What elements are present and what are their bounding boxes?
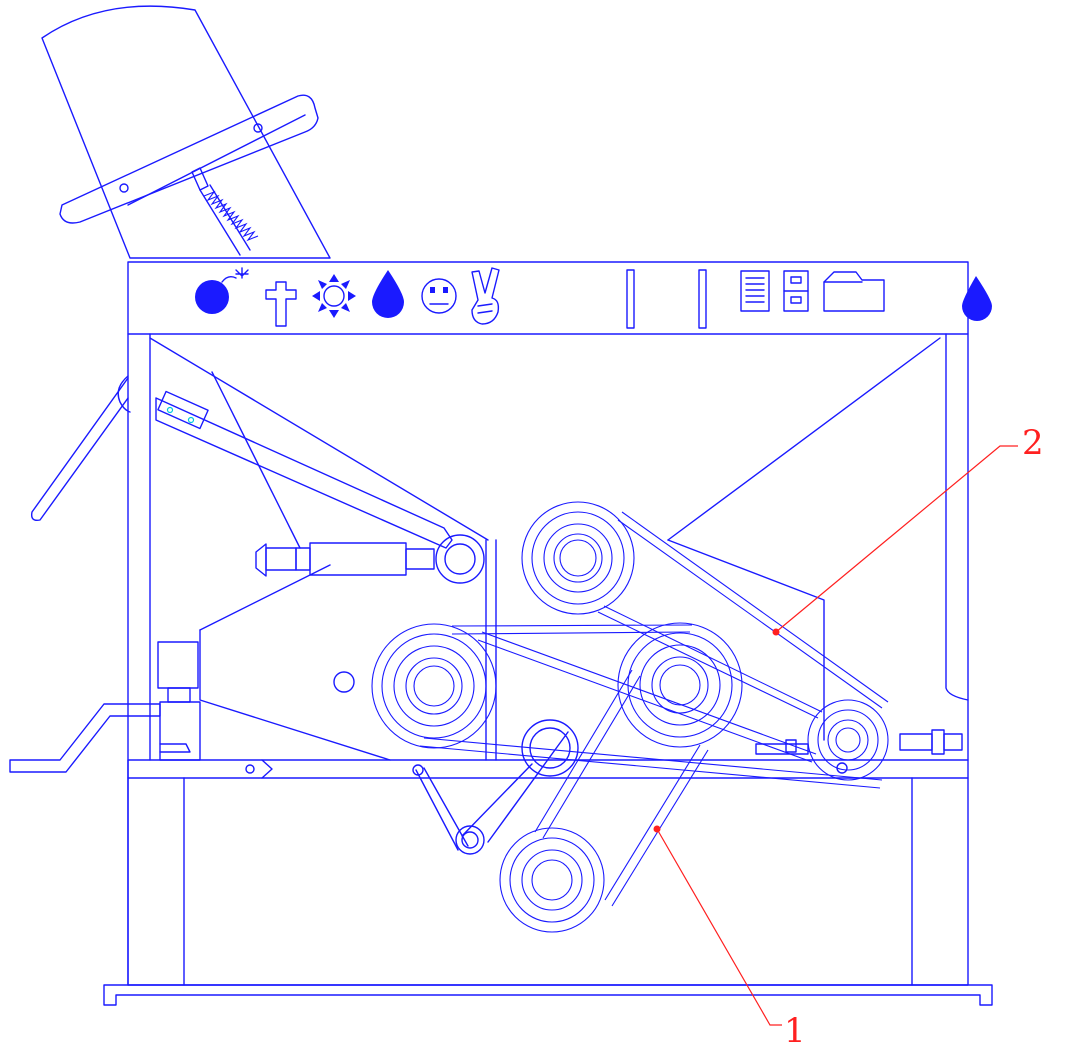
pulley-right: [807, 699, 889, 781]
belt-3: [419, 624, 883, 789]
pulley-top: [521, 501, 635, 615]
side-arm: [30, 375, 131, 522]
bomb-icon: [195, 267, 249, 314]
victory-hand-icon: [471, 267, 500, 325]
callout-2-label: 2: [1022, 423, 1044, 463]
document-icon: [740, 270, 770, 312]
cross-icon: [265, 281, 297, 327]
hydraulic-cylinder: [255, 534, 485, 584]
neutral-face-icon: [421, 278, 457, 314]
hopper-structure: [149, 337, 941, 761]
callout-2: 2: [772, 423, 1044, 636]
main-frame: [103, 333, 993, 1006]
glyph-strip: [195, 267, 992, 327]
take-up-screw: [755, 729, 963, 774]
tension-spring: [203, 190, 259, 242]
drop-icon-right: [962, 276, 992, 321]
file-cabinet-icon: [783, 270, 809, 312]
pulley-bottom: [499, 827, 605, 933]
hand-crank: [9, 703, 161, 773]
feed-chute: [41, 5, 331, 259]
belt-2: [597, 511, 889, 719]
pulley-left: [371, 623, 497, 749]
pulley-middle: [617, 622, 743, 748]
sun-icon: [312, 274, 356, 318]
header-panel: [127, 261, 969, 335]
callout-1: 1: [653, 825, 806, 1046]
gear-motor: [157, 641, 201, 761]
callout-1-label: 1: [784, 1011, 806, 1046]
drop-icon: [372, 270, 404, 318]
folder-icon: [823, 271, 885, 312]
tensioner-arm: [412, 719, 579, 855]
